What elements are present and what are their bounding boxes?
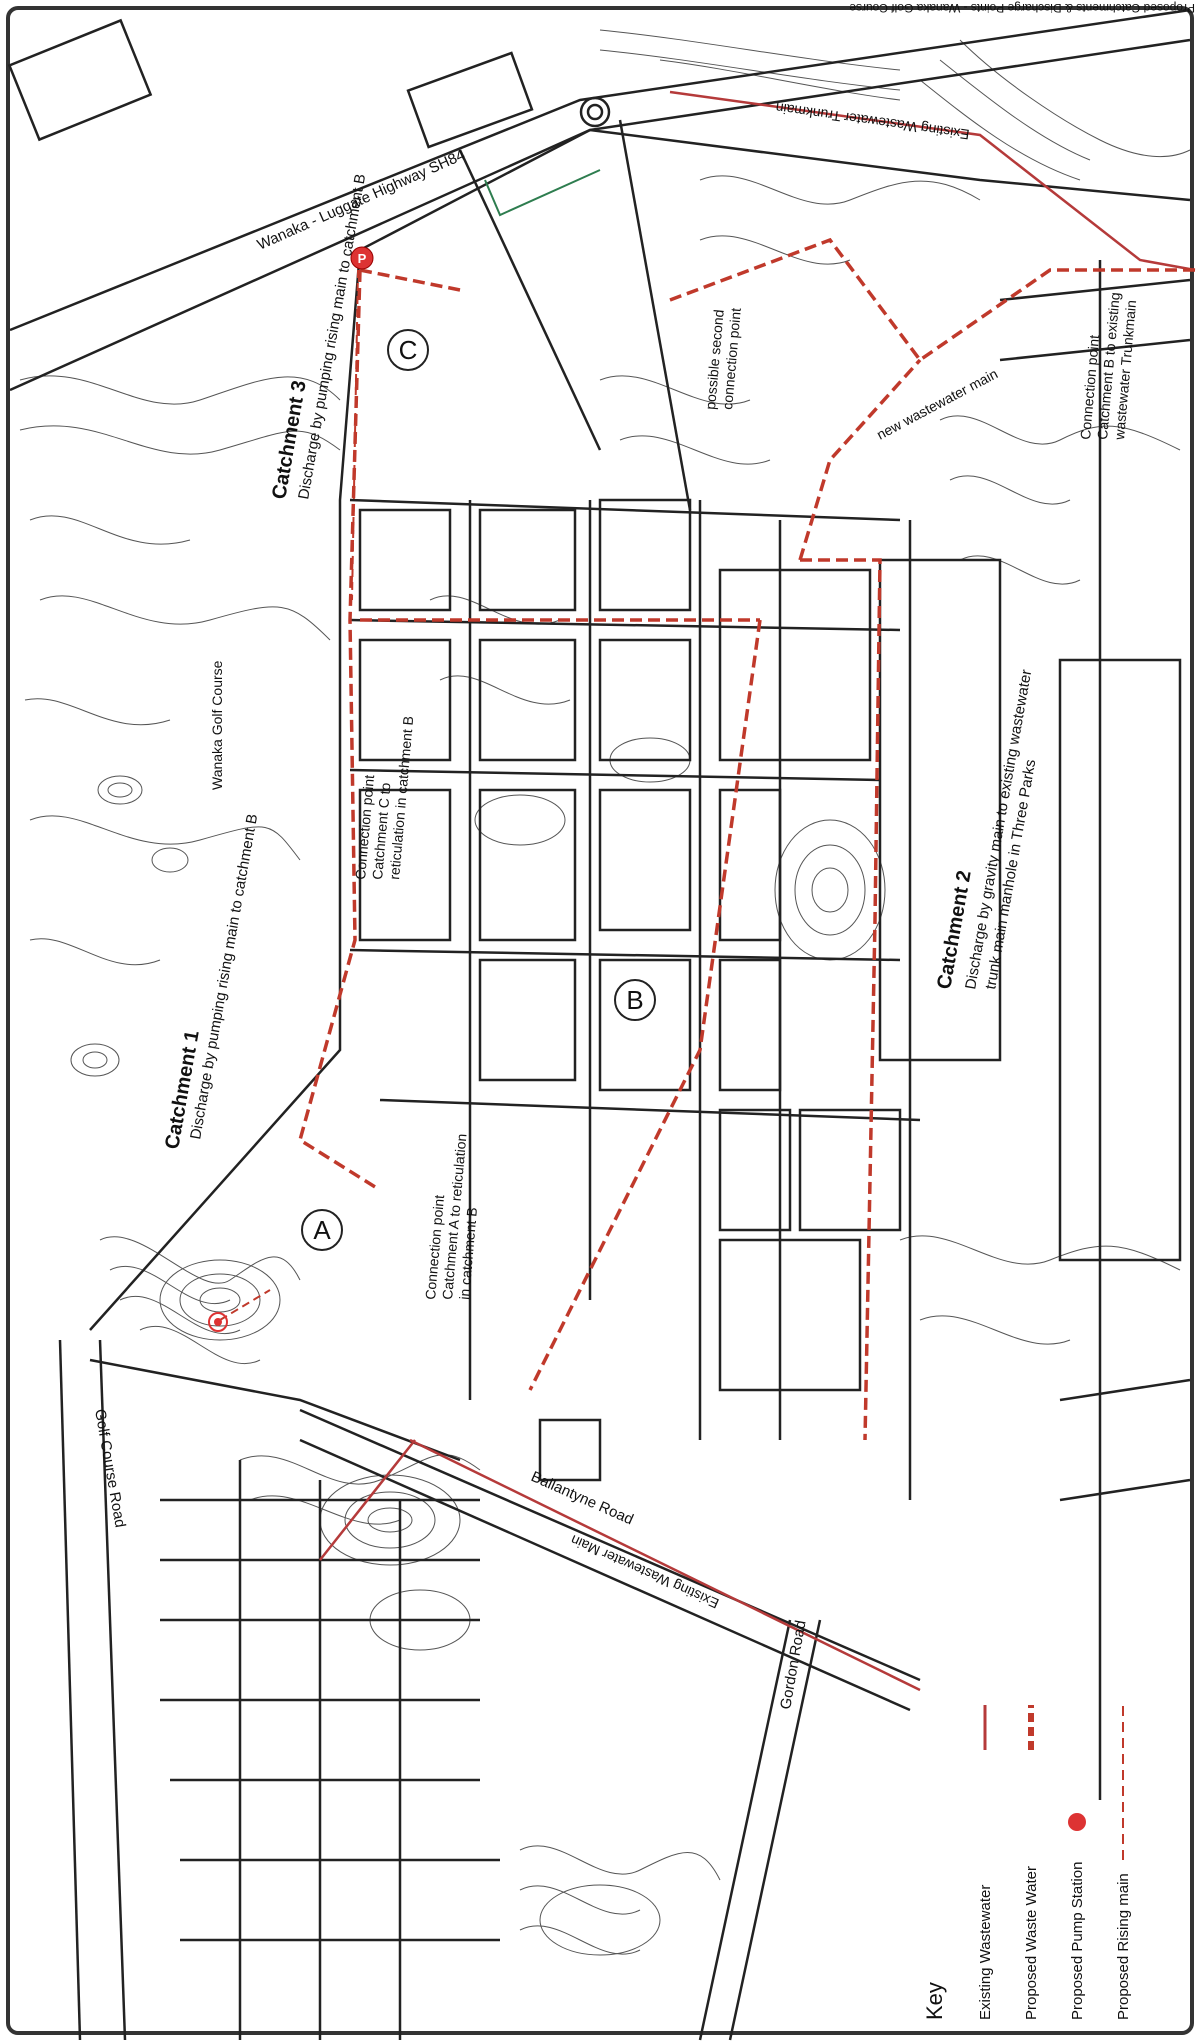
contour-lines — [19, 29, 1191, 1956]
existing-wastewater-lines — [319, 90, 1196, 1692]
connection-point-c-label: Connection point Catchment C to reticula… — [352, 715, 416, 880]
map-border — [6, 6, 1194, 2035]
legend-item-existing: Existing Wastewater — [977, 1705, 994, 2020]
pump-station-catchment-3: P — [350, 246, 374, 270]
existing-trunkmain-label: Existing Wastewater Trunkmain — [775, 100, 971, 143]
gordon-road — [698, 1619, 792, 2041]
connection-point-a-label: Connection point Catchment A to reticula… — [422, 1133, 480, 1300]
svg-text:Proposed Waste Water: Proposed Waste Water — [1023, 1866, 1040, 2020]
golf-course-label: Wanaka Golf Course — [209, 660, 225, 790]
green-boundary — [484, 169, 601, 217]
highway-sh84-edge — [9, 8, 1191, 332]
svg-text:Proposed Rising main: Proposed Rising main — [1115, 1873, 1132, 2020]
pump-marker-label: P — [358, 251, 367, 266]
legend-item-pump: Proposed Pump Station — [1068, 1813, 1086, 2020]
proposed-wastewater-lines — [297, 237, 1195, 1441]
road-network — [7, 8, 1191, 2041]
pump-station-catchment-1 — [208, 1312, 228, 1332]
second-connection-label: possible second connection point — [702, 307, 744, 410]
legend-item-rising: Proposed Rising main — [1115, 1705, 1132, 2020]
svg-text:C: C — [399, 335, 418, 365]
rising-main-lines — [219, 269, 359, 1321]
existing-main-bottom-label: Existing Wastewater Main — [568, 1532, 721, 1612]
golf-course-road-label: Golf Course Road — [91, 1408, 129, 1529]
svg-text:Existing Wastewater: Existing Wastewater — [977, 1885, 994, 2020]
legend-item-proposed: Proposed Waste Water — [1023, 1705, 1040, 2020]
catchment-1-desc: Discharge by pumping rising main to catc… — [187, 813, 261, 1141]
ballantyne-road — [299, 1408, 921, 1682]
svg-text:A: A — [313, 1215, 331, 1245]
catchment-marker-b: B — [614, 979, 656, 1021]
new-main-label: new wastewater main — [874, 365, 1000, 442]
ballantyne-road-label: Ballantyne Road — [528, 1468, 635, 1528]
header-fragment: Proposed Catchments & Discharge Points -… — [849, 1, 1195, 15]
legend: Key Existing Wastewater Proposed Waste W… — [922, 1705, 1132, 2020]
golf-course-road — [58, 1339, 82, 2041]
roundabout — [579, 96, 611, 128]
connection-point-b-label: Connection point Catchment B to existing… — [1077, 292, 1139, 442]
catchment-marker-a: A — [301, 1209, 343, 1251]
svg-text:Proposed Pump Station: Proposed Pump Station — [1069, 1862, 1086, 2020]
highway-sh84-edge-2 — [9, 38, 1191, 392]
svg-text:B: B — [626, 985, 643, 1015]
legend-title: Key — [922, 1982, 947, 2020]
catchment-marker-c: C — [387, 329, 429, 371]
